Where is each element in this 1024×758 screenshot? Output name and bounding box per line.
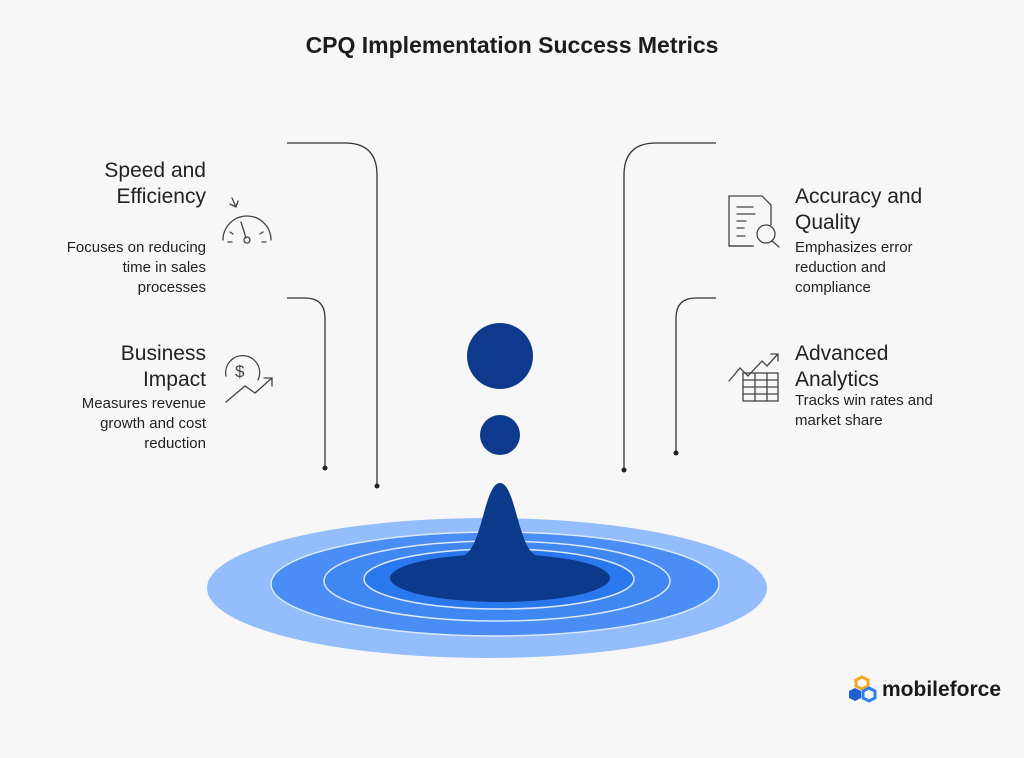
connector-dot bbox=[621, 467, 627, 473]
connector-line bbox=[287, 297, 326, 468]
analytics-table-icon bbox=[728, 353, 779, 402]
droplet-large bbox=[467, 323, 533, 389]
page-title: CPQ Implementation Success Metrics bbox=[305, 32, 719, 58]
connector-line bbox=[623, 142, 716, 470]
droplet-small bbox=[480, 415, 520, 455]
brand-name: mobileforce bbox=[882, 678, 1002, 701]
connector-line bbox=[287, 142, 378, 486]
svg-text:$: $ bbox=[235, 362, 245, 381]
connector-dot bbox=[322, 465, 328, 471]
connector-dot bbox=[673, 450, 679, 456]
droplet-peak bbox=[462, 483, 538, 556]
brand-logo: mobileforce bbox=[846, 675, 1001, 705]
speedometer-icon bbox=[222, 197, 272, 244]
mobileforce-logo-icon bbox=[849, 675, 877, 703]
document-search-icon bbox=[728, 195, 780, 248]
dollar-growth-icon: $ bbox=[225, 355, 273, 403]
connector-dot bbox=[374, 483, 380, 489]
ripple-core bbox=[390, 554, 610, 602]
connector-line bbox=[675, 297, 716, 453]
